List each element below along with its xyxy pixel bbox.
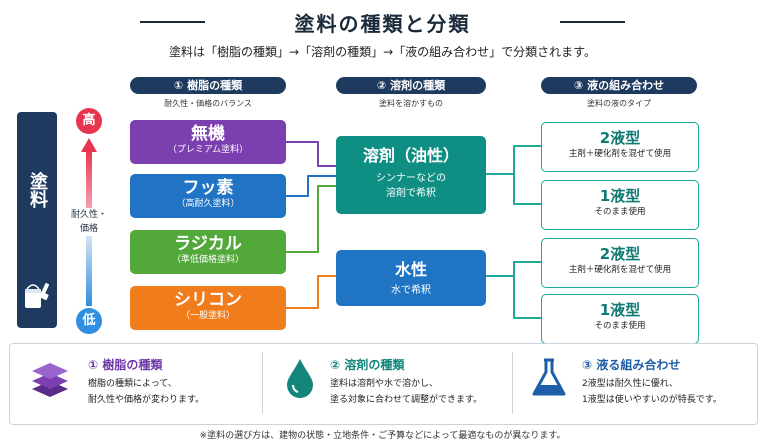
solvent-desc-line2: 溶剤で希釈 [386, 188, 436, 199]
axis-high-badge: 高 [76, 108, 102, 134]
resin-name: 無機 [191, 124, 225, 144]
title-rule-left [140, 21, 205, 23]
bottom-title-liquid: ③ 液る組み合わせ [582, 358, 681, 372]
resin-box-inorganic: 無機 （プレミアム塗料） [130, 120, 286, 164]
type-box-1liquid-solvent: 1液型 そのまま使用 [541, 180, 699, 230]
bottom-text-solvent-1: 塗料は溶剤や水で溶かし、 [330, 379, 439, 389]
panel-divider [512, 352, 513, 414]
connector-fluorine [286, 175, 336, 197]
page-subtitle: 塗料は「樹脂の種類」→「溶剤の種類」→「液の組み合わせ」で分類されます。 [169, 45, 596, 59]
connector-inorganic [286, 141, 336, 167]
column-sub-liquid: 塗料の液のタイプ [587, 99, 651, 108]
footnote: ※塗料の選び方は、建物の状態・立地条件・ご予算などによって最適なものが異なります… [199, 431, 566, 441]
panel-divider [262, 352, 263, 414]
flask-icon [532, 358, 566, 396]
solvent-box-oil: 溶剤（油性） シンナーなどの 溶剤で希釈 [336, 136, 486, 214]
connector-solvent-types [486, 145, 541, 205]
column-header-solvent: ② 溶剤の種類 [336, 77, 486, 94]
arrow-head-icon [81, 138, 97, 152]
resin-name: ラジカル [174, 234, 242, 254]
type-desc: 主剤＋硬化剤を混ぜて使用 [568, 149, 672, 159]
solvent-name: 水性 [394, 260, 427, 279]
solvent-desc-line1: シンナーなどの [376, 173, 446, 184]
page-title: 塗料の種類と分類 [294, 12, 471, 36]
connector-radical [286, 185, 336, 253]
bottom-title-resin: ① 樹脂の種類 [88, 358, 163, 372]
resin-desc: （プレミアム塗料） [167, 145, 249, 155]
type-desc: 主剤＋硬化剤を混ぜて使用 [568, 265, 672, 275]
type-desc: そのまま使用 [594, 207, 646, 217]
bottom-title-solvent: ② 溶剤の種類 [330, 358, 405, 372]
column-header-liquid: ③ 液の組み合わせ [541, 77, 697, 94]
bottom-text-solvent-2: 塗る対象に合わせて調整ができます。 [330, 395, 483, 405]
bottom-text-liquid-2: 1液型は使いやすいのが特長です。 [582, 395, 722, 405]
column-header-resin: ① 樹脂の種類 [130, 77, 286, 94]
type-box-1liquid-water: 1液型 そのまま使用 [541, 294, 699, 344]
type-box-2liquid-water: 2液型 主剤＋硬化剤を混ぜて使用 [541, 238, 699, 288]
type-name: 2液型 [599, 245, 641, 263]
resin-box-radical: ラジカル （準低価格塗料） [130, 230, 286, 274]
connector-silicone [286, 275, 336, 309]
layers-icon [32, 363, 68, 397]
paint-side-panel: 塗料 [17, 112, 57, 328]
connector-water-types [486, 261, 541, 319]
type-name: 1液型 [599, 301, 641, 319]
paint-can-icon [25, 283, 50, 308]
axis-label: 耐久性・ 価格 [70, 208, 108, 236]
axis-label-line1: 耐久性・ [70, 210, 107, 220]
bottom-text-resin-2: 耐久性や価格が変わります。 [88, 395, 205, 405]
resin-desc: （準低価格塗料） [171, 255, 244, 265]
solvent-desc-line1: 水で希釈 [391, 285, 431, 296]
type-name: 1液型 [599, 187, 641, 205]
solvent-box-water: 水性 水で希釈 [336, 250, 486, 306]
type-desc: そのまま使用 [594, 321, 646, 331]
column-sub-resin: 耐久性・価格のバランス [164, 99, 252, 108]
solvent-name: 溶剤（油性） [362, 146, 459, 165]
axis-label-line2: 価格 [79, 224, 98, 234]
resin-box-silicone: シリコン （一般塗料） [130, 286, 286, 330]
resin-desc: （高耐久塗料） [176, 199, 240, 209]
paint-side-label: 塗料 [27, 172, 48, 208]
bottom-text-resin-1: 樹脂の種類によって、 [88, 379, 177, 389]
explanation-panel [9, 343, 758, 425]
resin-desc: （一般塗料） [180, 311, 235, 321]
axis-low-badge: 低 [76, 308, 102, 334]
droplet-icon [287, 359, 313, 398]
type-name: 2液型 [599, 129, 641, 147]
resin-name: フッ素 [182, 178, 234, 198]
title-rule-right [560, 21, 625, 23]
bottom-text-liquid-1: 2液型は耐久性に優れ、 [582, 379, 678, 389]
resin-box-fluorine: フッ素 （高耐久塗料） [130, 174, 286, 218]
resin-name: シリコン [174, 290, 242, 310]
type-box-2liquid-solvent: 2液型 主剤＋硬化剤を混ぜて使用 [541, 122, 699, 172]
column-sub-solvent: 塗料を溶かすもの [379, 99, 443, 108]
